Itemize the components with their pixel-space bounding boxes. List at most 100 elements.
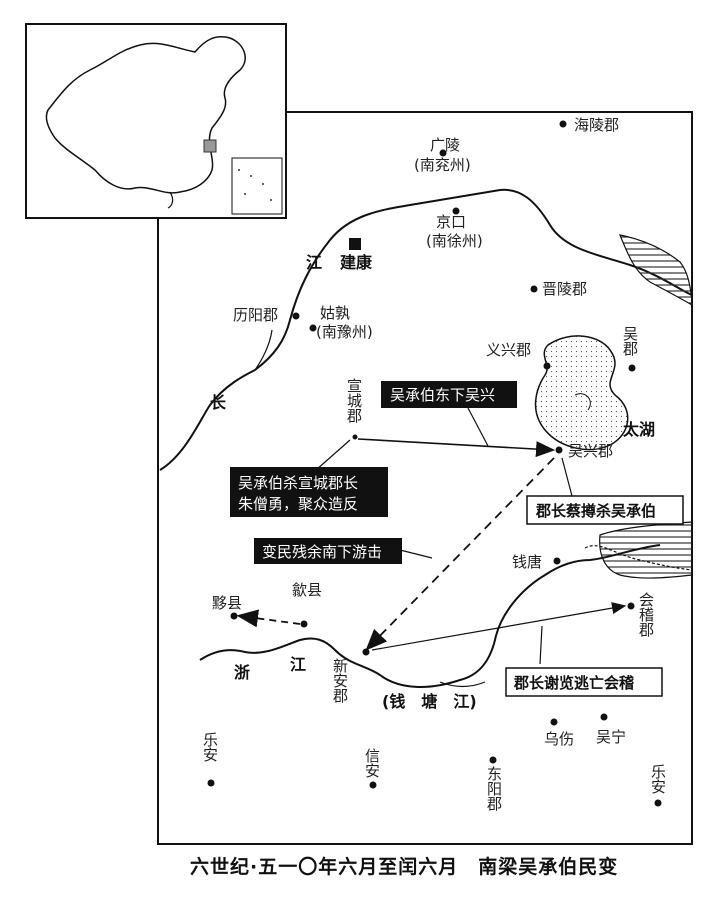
wushang-label: 乌伤 [544, 730, 574, 748]
lean-west-label-box: 乐安 [201, 732, 219, 762]
yixian-label: 黟县 [212, 594, 242, 612]
inset-south-sea-box [231, 157, 283, 215]
yixian-dot [230, 612, 238, 620]
kuaiji-label-box: 会稽郡 [637, 592, 655, 637]
inset-map-frame [25, 23, 287, 219]
jingkou-alt-label: (南徐州) [426, 232, 483, 250]
hailing-label: 海陵郡 [574, 116, 619, 134]
liyang-label: 历阳郡 [233, 306, 278, 324]
qiantang-river [199, 544, 661, 688]
guangling-label: 广陵 [430, 136, 460, 154]
zhejiang-label-1: 浙 [234, 663, 250, 682]
guangling-dot [439, 149, 447, 157]
yangtze-estuary [619, 234, 693, 307]
taihu-lake [534, 335, 629, 451]
lean-east-label: 乐安 [649, 764, 667, 794]
jinling-dot [530, 285, 538, 293]
dongyang-label-box: 东阳郡 [485, 766, 503, 811]
xuancheng-vlabel: 宣城郡 [345, 378, 363, 423]
lean-east-dot [654, 799, 662, 807]
taihu-label: 太湖 [622, 420, 655, 439]
xinan-label-box: 新安郡 [331, 658, 349, 703]
wuxing-label: 吴兴郡 [568, 442, 613, 460]
yangtze-north-shore [254, 329, 273, 371]
annotation-remnant: 变民残余南下游击 [254, 538, 402, 564]
wuning-dot [600, 713, 608, 721]
hangzhou-bay [599, 521, 693, 579]
remnant-pointer [399, 549, 433, 559]
annotation-kill: 吴承伯杀宣城郡长 朱僧勇，聚众造反 [230, 467, 388, 517]
inset-china-outline [45, 36, 246, 194]
annotation-east-move: 吴承伯东下吴兴 [381, 381, 517, 408]
xuancheng-vlabel-box: 宣城郡 [345, 378, 363, 423]
annotation-kill-line1: 吴承伯杀宣城郡长 [238, 474, 358, 492]
annotation-kill-line2: 朱僧勇，聚众造反 [238, 495, 358, 513]
xinan-label: 新安郡 [331, 658, 349, 703]
route-east-arrow [357, 438, 556, 458]
taihu-island [574, 393, 591, 411]
inset-islands [238, 169, 272, 201]
gushu-dot [309, 324, 317, 332]
kill-pointer [315, 439, 351, 471]
dongyang-label: 东阳郡 [485, 766, 503, 811]
qiantang-dot [553, 557, 561, 565]
hailing-dot [559, 120, 567, 128]
capital-marker [349, 238, 361, 250]
yangtze-south-bank [159, 188, 693, 471]
wujun-label: 吴郡 [621, 326, 639, 356]
qiantang-label: 钱唐 [512, 553, 542, 571]
qiantangjiang-label: (钱 塘 江) [382, 692, 477, 711]
kuaiji-label: 会稽郡 [637, 592, 655, 637]
xuancheng-dot [352, 434, 358, 440]
main-map-frame [157, 111, 693, 845]
gushu-label: 姑孰 [320, 304, 350, 322]
annotation-escape: 郡长谢览逃亡会稽 [505, 667, 663, 697]
kuaiji-dot [627, 602, 635, 610]
wuning-label: 吴宁 [596, 728, 626, 746]
inset-hainan [167, 191, 174, 209]
river-bend [439, 681, 486, 688]
shexian-dot [300, 620, 308, 628]
annotation-killed: 郡长蔡撙杀吴承伯 [526, 495, 684, 525]
lean-west-label: 乐安 [201, 732, 219, 762]
jinling-label: 晋陵郡 [542, 280, 587, 298]
route-west-dashed-arrow [236, 609, 301, 628]
jingkou-label: 京口 [436, 213, 466, 231]
changjiang-label-2: 长 [210, 393, 227, 412]
route-kuaiji-arrow [371, 602, 627, 651]
xinan-dot [362, 648, 370, 656]
annotation-east-move-text: 吴承伯东下吴兴 [390, 386, 495, 404]
yixing-dot [543, 362, 551, 370]
jingkou-dot [452, 207, 460, 215]
inset-region-highlight [203, 139, 217, 153]
killed-pointer [561, 457, 573, 497]
capital-label: 建康 [340, 253, 373, 272]
lean-west-dot [207, 779, 215, 787]
wujun-label-box: 吴郡 [621, 326, 639, 356]
gushu-alt-label: (南豫州) [316, 323, 373, 341]
xinan-county-label: 信安 [363, 748, 381, 778]
wushang-dot [550, 718, 558, 726]
wuxing-dot [555, 446, 563, 454]
lean-east-label-box: 乐安 [649, 764, 667, 794]
xinan-county-label-box: 信安 [363, 748, 381, 778]
liyang-dot [292, 312, 300, 320]
yixing-label: 义兴郡 [486, 341, 531, 359]
annotation-remnant-text: 变民残余南下游击 [262, 543, 382, 561]
escape-pointer [539, 625, 543, 665]
annotation-killed-text: 郡长蔡撙杀吴承伯 [535, 502, 656, 520]
place-markers [207, 120, 662, 807]
map-caption: 六世纪·五一〇年六月至闰六月 南梁吴承伯民变 [190, 856, 619, 878]
zhejiang-label-2: 江 [290, 655, 306, 674]
wujun-dot [628, 364, 636, 372]
east-move-pointer [467, 407, 489, 447]
xinan-county-dot [369, 781, 377, 789]
guangling-alt-label: (南兖州) [414, 156, 471, 174]
annotation-escape-text: 郡长谢览逃亡会稽 [513, 674, 634, 692]
shexian-label: 歙县 [292, 581, 322, 599]
changjiang-label-1: 江 [306, 253, 322, 272]
bay-shoreline [584, 545, 693, 571]
dongyang-dot [489, 756, 497, 764]
